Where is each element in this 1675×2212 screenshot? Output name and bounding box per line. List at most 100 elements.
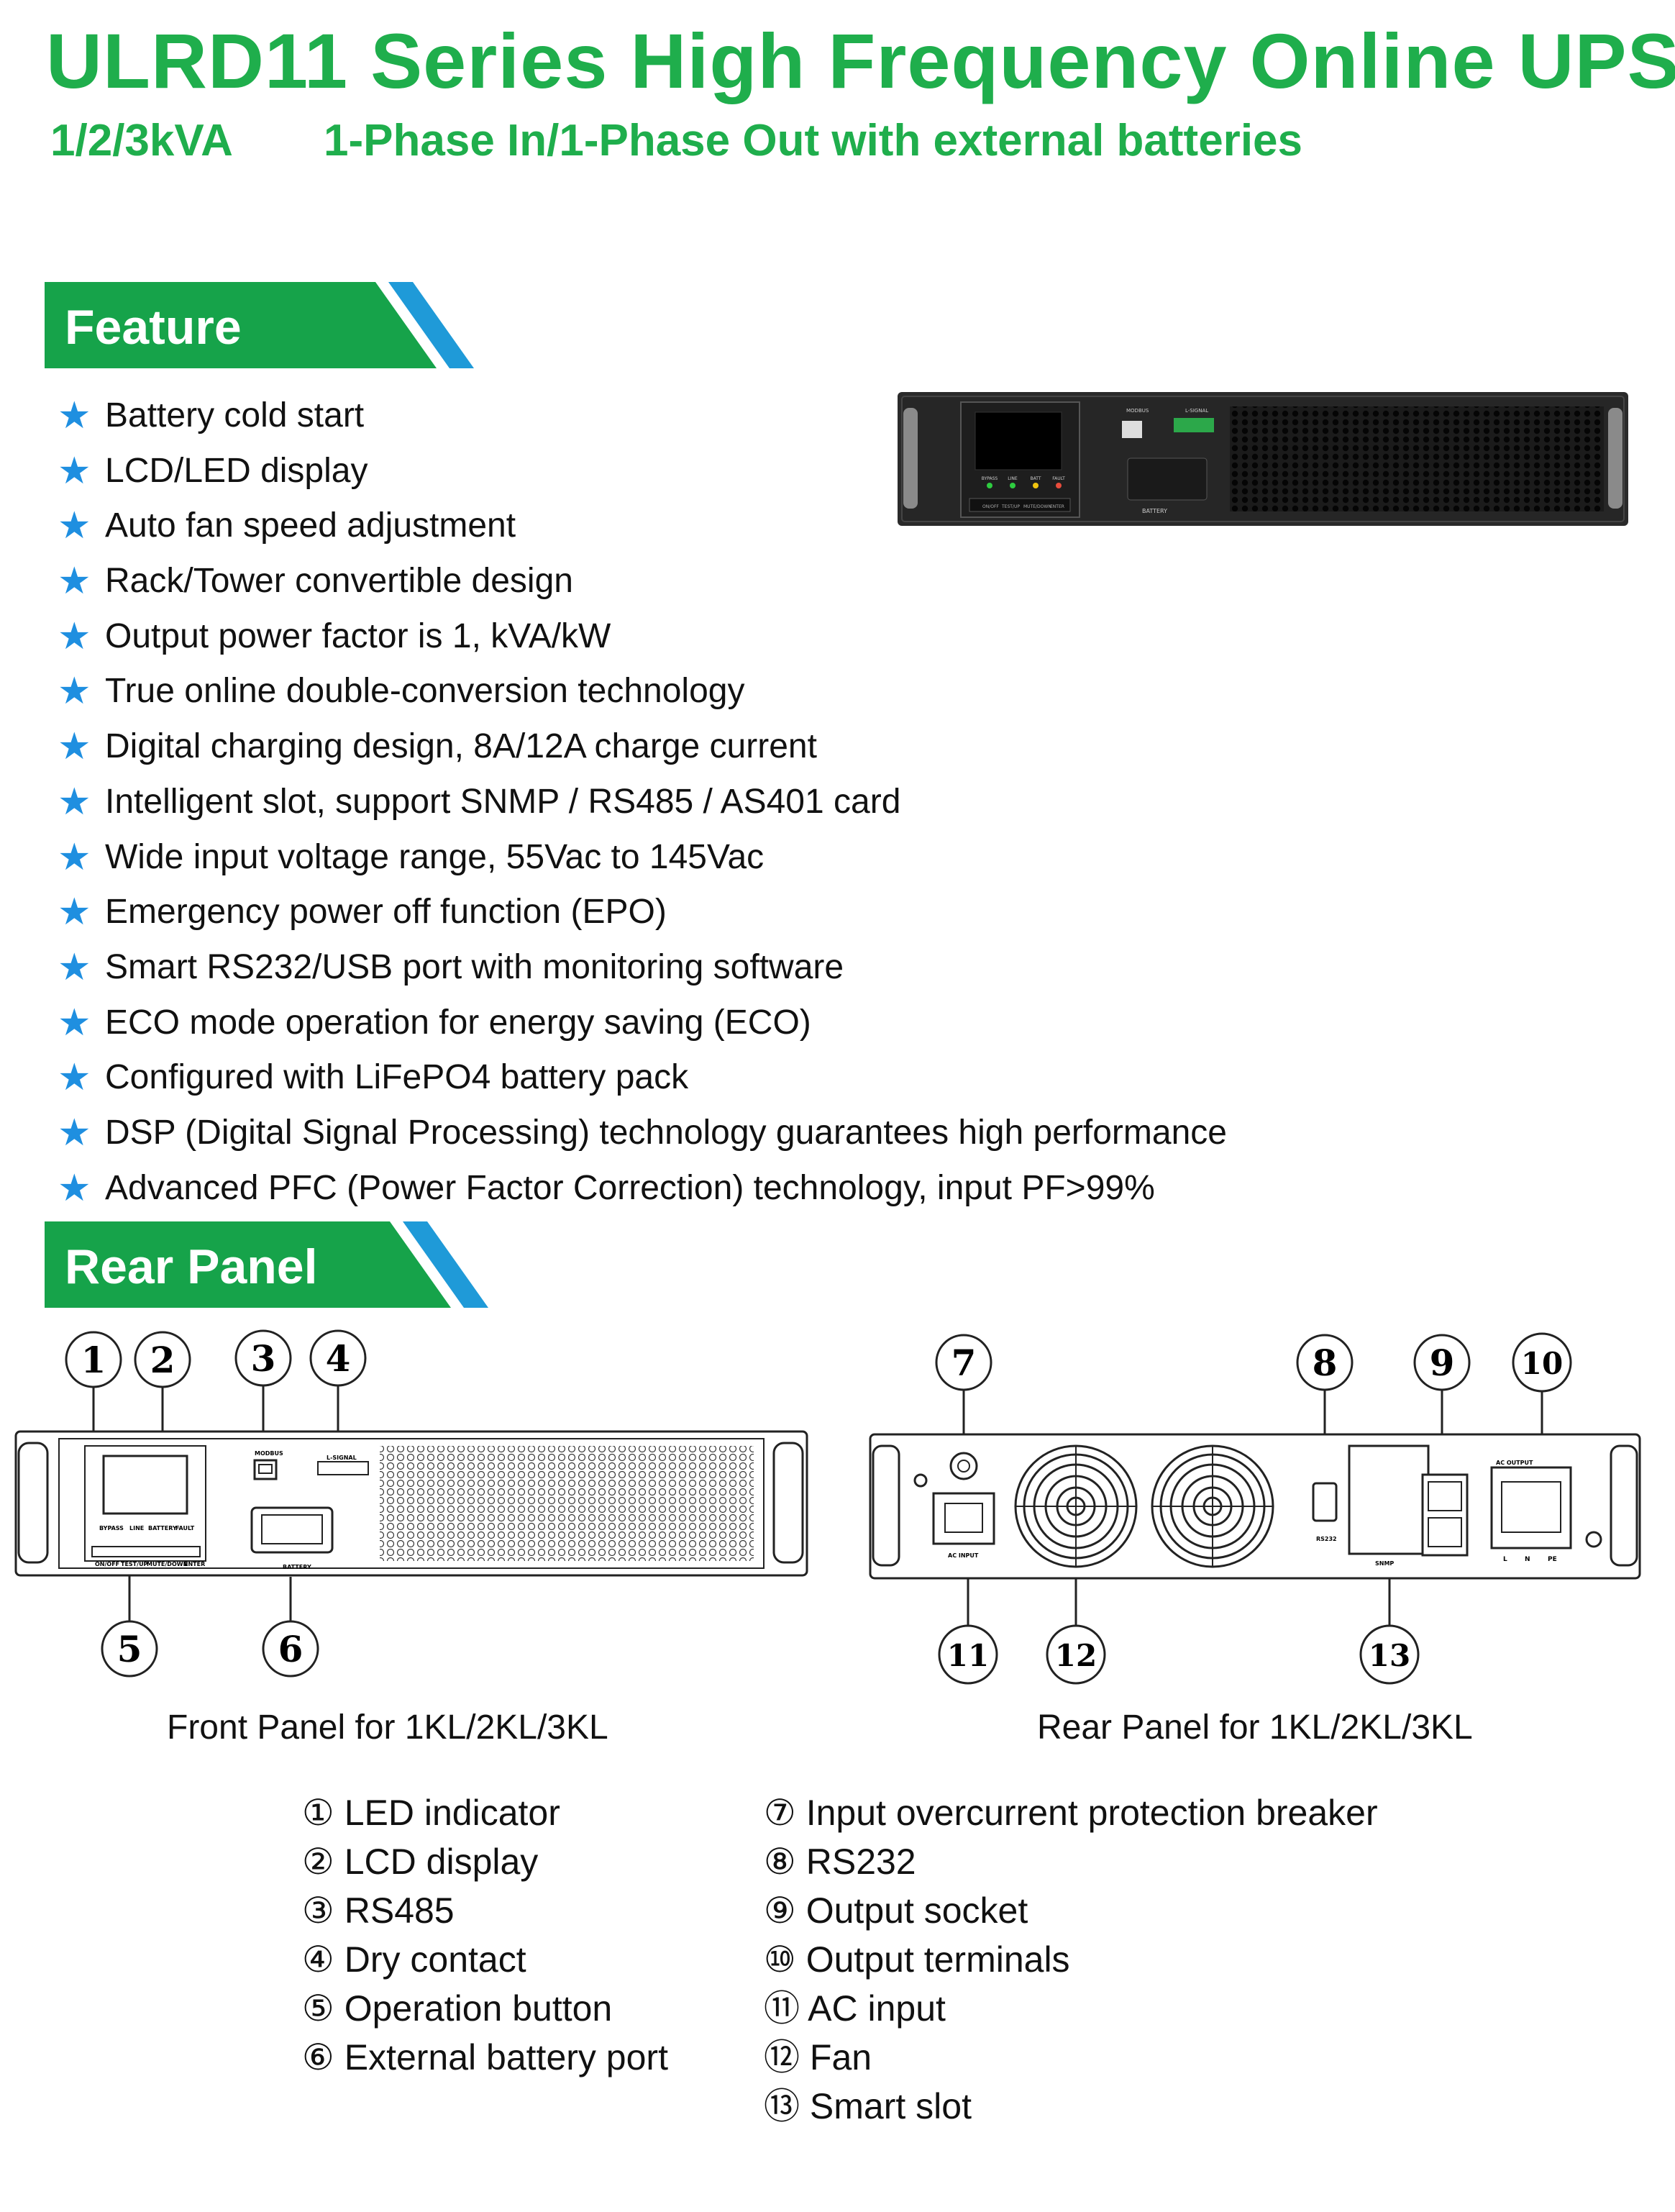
- svg-text:3: 3: [251, 1337, 276, 1380]
- led-label: BYPASS: [982, 476, 998, 481]
- rear-section-title: Rear Panel: [65, 1239, 318, 1294]
- callout-10: 10: [1512, 1332, 1572, 1393]
- callout-9: 9: [1413, 1334, 1471, 1391]
- button-label: TEST/UP: [1001, 504, 1020, 509]
- led-label: LINE: [129, 1525, 144, 1531]
- button-label: TEST/UP: [121, 1561, 148, 1567]
- battery-port: [1127, 458, 1208, 501]
- terminal-label: N: [1525, 1556, 1530, 1563]
- star-icon: ★: [58, 395, 91, 437]
- star-icon: ★: [58, 1001, 91, 1044]
- feature-item: ★Intelligent slot, support SNMP / RS485 …: [58, 775, 1227, 830]
- callout-11: 11: [938, 1624, 998, 1685]
- callout-8: 8: [1296, 1334, 1354, 1391]
- legend-item: ② LCD display: [302, 1841, 539, 1883]
- svg-text:1: 1: [81, 1339, 106, 1381]
- svg-text:2: 2: [150, 1339, 175, 1381]
- modbus-label: MODBUS: [1126, 408, 1149, 414]
- feature-item: ★Auto fan speed adjustment: [58, 499, 1227, 554]
- legend-item: ⑤ Operation button: [302, 1988, 613, 2029]
- front-panel-diagram: 1 2 3 4 5 6 BYPASS LINE BATTERY FAULT ON…: [14, 1329, 808, 1678]
- led-label: FAULT: [175, 1525, 195, 1531]
- feature-item: ★Emergency power off function (EPO): [58, 885, 1227, 940]
- callout-6: 6: [262, 1620, 319, 1678]
- button-label: MUTE/DOWN: [147, 1561, 188, 1567]
- lcd-screen: [975, 411, 1062, 470]
- legend-item: ⑬ Smart slot: [764, 2085, 972, 2127]
- led-label: FAULT: [1052, 476, 1065, 481]
- callout-7: 7: [935, 1334, 992, 1391]
- rack-handle-right: [1608, 408, 1622, 509]
- front-panel-legend: ① LED indicator ② LCD display ③ RS485 ④ …: [302, 1788, 668, 2082]
- feature-item: ★Digital charging design, 8A/12A charge …: [58, 719, 1227, 775]
- rs232-port: [1312, 1482, 1338, 1522]
- rack-handle-left: [903, 408, 918, 509]
- callout-13: 13: [1359, 1624, 1420, 1685]
- rack-ear-right: [772, 1442, 804, 1564]
- rear-panel-caption: Rear Panel for 1KL/2KL/3KL: [1037, 1708, 1473, 1747]
- star-icon: ★: [58, 891, 91, 934]
- ground-screw: [913, 1473, 928, 1488]
- star-icon: ★: [58, 560, 91, 603]
- dry-contact-terminal: [317, 1461, 369, 1475]
- terminal-label: L: [1503, 1556, 1507, 1563]
- button-strip: [969, 498, 1071, 512]
- button-label: ON/OFF: [982, 504, 999, 509]
- star-icon: ★: [58, 836, 91, 878]
- callout-5: 5: [101, 1620, 158, 1678]
- ups-product-photo: BYPASS LINE BATT FAULT ON/OFF TEST/UP MU…: [898, 392, 1628, 526]
- feature-item: ★Configured with LiFePO4 battery pack: [58, 1050, 1227, 1106]
- ground-terminal: [1585, 1531, 1602, 1548]
- legend-item: ⑧ RS232: [764, 1841, 916, 1883]
- rack-ear-left: [872, 1444, 900, 1567]
- feature-item: ★DSP (Digital Signal Processing) technol…: [58, 1106, 1227, 1161]
- button-label: ENTER: [1050, 504, 1064, 509]
- svg-text:13: 13: [1369, 1638, 1410, 1673]
- star-icon: ★: [58, 450, 91, 492]
- fan-right: [1151, 1444, 1274, 1568]
- legend-item: ③ RS485: [302, 1890, 455, 1931]
- battery-label: BATTERY: [1142, 508, 1167, 514]
- feature-item: ★Output power factor is 1, kVA/kW: [58, 609, 1227, 665]
- star-icon: ★: [58, 946, 91, 988]
- feature-list: ★Battery cold start ★LCD/LED display ★Au…: [58, 388, 1227, 1216]
- led-label: BATT: [1031, 476, 1041, 481]
- legend-item: ⑫ Fan: [764, 2036, 872, 2078]
- star-icon: ★: [58, 615, 91, 657]
- feature-section-title: Feature: [65, 300, 242, 355]
- callout-3: 3: [234, 1329, 292, 1387]
- star-icon: ★: [58, 670, 91, 713]
- ac-input-label: AC INPUT: [948, 1552, 979, 1559]
- lsignal-label: L-SIGNAL: [1185, 408, 1208, 414]
- rack-ear-right: [1610, 1444, 1638, 1567]
- feature-item: ★Smart RS232/USB port with monitoring so…: [58, 940, 1227, 996]
- legend-item: ④ Dry contact: [302, 1939, 526, 1980]
- button-label: MUTE/DOWN: [1023, 504, 1051, 509]
- legend-item: ① LED indicator: [302, 1792, 560, 1834]
- star-icon: ★: [58, 780, 91, 823]
- rear-section-header: Rear Panel: [45, 1221, 505, 1315]
- callout-4: 4: [309, 1329, 367, 1387]
- callout-12: 12: [1046, 1624, 1106, 1685]
- callout-2: 2: [134, 1331, 191, 1388]
- terminal-label: PE: [1548, 1556, 1557, 1563]
- battery-label: BATTERY: [283, 1564, 311, 1570]
- feature-item: ★Wide input voltage range, 55Vac to 145V…: [58, 830, 1227, 886]
- lsignal-label: L-SIGNAL: [327, 1455, 357, 1461]
- dry-contact-terminal: [1174, 418, 1214, 432]
- rear-panel-legend: ⑦ Input overcurrent protection breaker ⑧…: [764, 1788, 1378, 2131]
- ventilation-grille: [1230, 406, 1604, 511]
- svg-text:10: 10: [1521, 1346, 1563, 1381]
- star-icon: ★: [58, 1111, 91, 1154]
- rs232-label: RS232: [1316, 1536, 1337, 1542]
- button-label: ON/OFF: [95, 1561, 119, 1567]
- snmp-label: SNMP: [1375, 1560, 1394, 1567]
- feature-section-header: Feature: [45, 282, 505, 376]
- rack-ear-left: [17, 1442, 49, 1564]
- star-icon: ★: [58, 505, 91, 547]
- svg-text:6: 6: [278, 1628, 303, 1670]
- rear-panel-diagram: 7 8 9 10 11 12 13 AC INPUT: [869, 1332, 1641, 1685]
- led-label: BATTERY: [148, 1525, 177, 1531]
- section-header-band: [45, 282, 474, 368]
- ventilation-grille: [380, 1446, 754, 1561]
